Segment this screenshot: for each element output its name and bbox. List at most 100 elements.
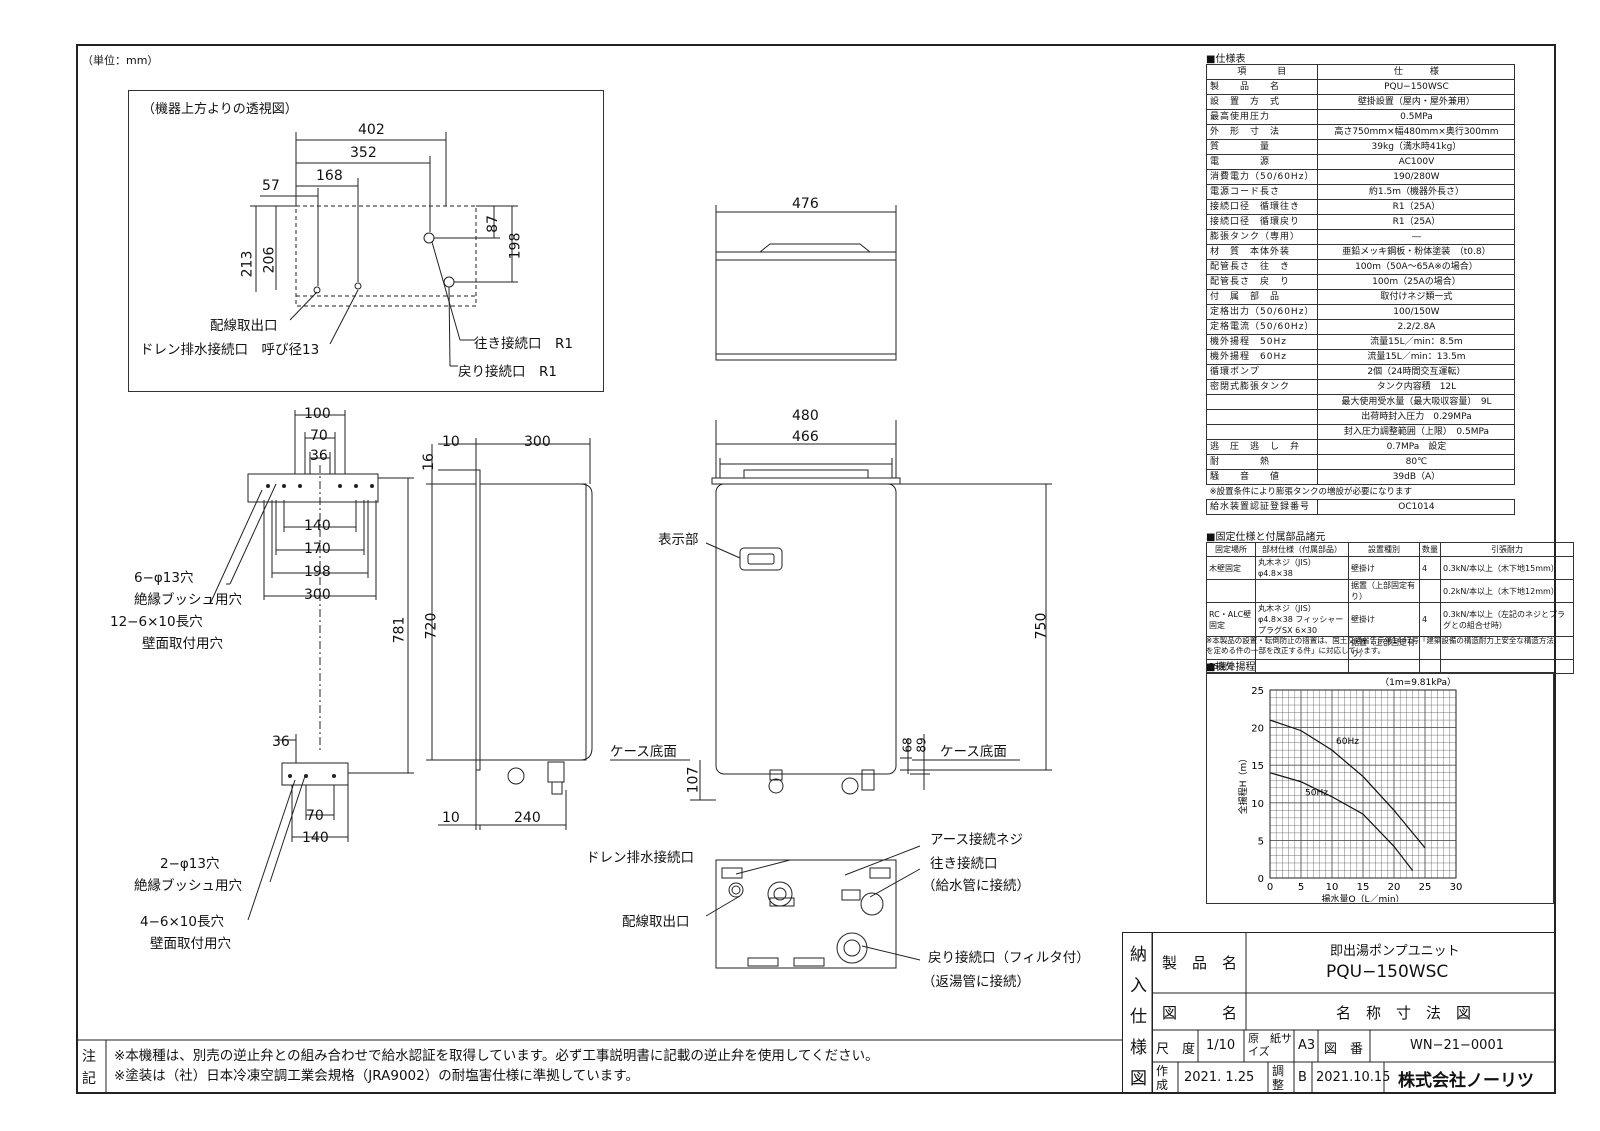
note-line-2: ※塗装は（社）日本冷凍空調工業会規格（JRA9002）の耐塩害仕様に準拠していま… [114, 1068, 639, 1084]
label-case-bottom-left: ケース底面 [610, 744, 677, 760]
label-drain-port: ドレン排水接続口 呼び径13 [140, 342, 320, 358]
dim-480: 480 [792, 408, 819, 424]
x-axis-label: 揚水量Q（L／min） [1321, 893, 1404, 902]
fixing-row: PS固定 [1206, 659, 1574, 674]
chart-note: （1m=9.81kPa） [1380, 677, 1456, 688]
dim-168: 168 [316, 168, 343, 184]
product-label: 製 品 名 [1162, 954, 1238, 972]
y-tick-label: 20 [1251, 724, 1264, 735]
notes-label: 注記 [82, 1049, 96, 1087]
spec-row: 消費電力（50/60Hz）190/280W [1205, 169, 1516, 185]
dim-57: 57 [262, 178, 280, 194]
fixing-cell: 据置（上部固定有り） [1348, 636, 1420, 660]
label-supply-port: 往き接続口 R1 [474, 336, 573, 352]
x-tick-label: 15 [1357, 882, 1370, 893]
label-12-slots: 12−6×10長穴 [110, 614, 203, 630]
scale-value: 1/10 [1206, 1038, 1236, 1053]
label-bushing-holes-2: 絶縁ブッシュ用穴 [134, 878, 242, 894]
y-tick-label: 15 [1251, 761, 1264, 772]
dim-10: 10 [442, 434, 460, 450]
label-earth-screw: アース接続ネジ [930, 832, 1024, 848]
top-view-title: （機器上方よりの透視図） [142, 102, 298, 117]
label-return-port: 戻り接続口 R1 [458, 364, 557, 380]
y-axis-label: 全揚程H（m） [1237, 754, 1249, 815]
series-label-50Hz: 50Hz [1305, 789, 1328, 799]
fixing-cell [1206, 579, 1256, 603]
spec-row: 付 属 部 品取付けネジ類一式 [1205, 289, 1516, 305]
product-jp: 即出湯ポンプユニット [1330, 944, 1460, 959]
dwg-no-label: 図 番 [1324, 1042, 1364, 1057]
label-supply-port-2: 往き接続口 [930, 856, 998, 872]
top-view-box [128, 90, 604, 392]
x-tick-label: 25 [1419, 882, 1432, 893]
fixing-title: ■固定仕様と付属部品諸元 [1206, 532, 1326, 543]
spec-row: 膨張タンク（専用）― [1205, 229, 1516, 245]
spec-title: ■仕様表 [1206, 54, 1246, 65]
dim-140b: 140 [302, 830, 329, 846]
spec-row: 封入圧力調整範囲（上限） 0.5MPa [1205, 424, 1516, 440]
spec-row: 密閉式膨張タンクタンク内容積 12L [1205, 379, 1516, 395]
x-tick-label: 5 [1298, 882, 1304, 893]
dim-300: 300 [524, 434, 551, 450]
cert-label: 給水装置認証登録番号 [1205, 499, 1319, 515]
dim-402: 402 [358, 122, 385, 138]
dim-70b: 70 [306, 808, 324, 824]
x-tick-label: 20 [1388, 882, 1401, 893]
rev-label: 調整 [1272, 1064, 1285, 1092]
rev-mark: B [1298, 1070, 1307, 1085]
scale-label: 尺 度 [1156, 1042, 1196, 1057]
made-date: 2021. 1.25 [1184, 1070, 1255, 1085]
made-label: 作成 [1156, 1064, 1169, 1092]
series-label-60Hz: 60Hz [1336, 737, 1359, 747]
spec-header-row: 項 目仕 様 [1205, 64, 1516, 80]
label-6-holes: 6−φ13穴 [134, 570, 194, 586]
series-line-50Hz [1269, 772, 1414, 871]
fixing-cell: 0.3kN/本以上（左記のネジとプラグとの組合せ時） [1440, 602, 1574, 637]
paper-value: A3 [1298, 1038, 1316, 1053]
dim-36b: 36 [272, 734, 290, 750]
dim-352: 352 [350, 145, 377, 161]
spec-row: 定格電流（50/60Hz）2.2/2.8A [1205, 319, 1516, 335]
cert-number: OC1014 [1317, 499, 1516, 515]
x-tick-label: 10 [1326, 882, 1339, 893]
dwg-no: WN−21−0001 [1410, 1038, 1504, 1053]
spec-row: 外 形 寸 法高さ750mm×幅480mm×奥行300mm [1205, 124, 1516, 140]
dim-10b: 10 [442, 810, 460, 826]
dim-36: 36 [310, 448, 328, 464]
plot-area [1269, 689, 1457, 879]
label-2-holes: 2−φ13穴 [160, 856, 220, 872]
paper-label: 原 紙サイズ [1248, 1032, 1292, 1058]
y-tick-label: 25 [1251, 686, 1264, 697]
label-wall-holes: 壁面取付用穴 [142, 636, 223, 652]
note-line-1: ※本機種は、別売の逆止弁との組み合わせで給水認証を取得しています。必ず工事説明書… [114, 1048, 879, 1064]
unit-note: （単位：mm） [82, 54, 159, 67]
dim-140: 140 [304, 518, 331, 534]
fixing-cell: 0.3kN/本以上（木下地15mm） [1440, 556, 1574, 580]
fixing-cell [1440, 636, 1574, 660]
fixing-table: 固定場所部材仕様（付属部品）設置種別数量引張耐力木壁固定丸木ネジ（JIS）φ4.… [1206, 542, 1574, 674]
chart-section-title: ■機外揚程 [1206, 662, 1256, 673]
x-tick-label: 30 [1450, 882, 1463, 893]
label-case-bottom-right: ケース底面 [940, 744, 1007, 760]
y-tick-label: 0 [1258, 874, 1264, 885]
spec-row: 材 質 本体外装亜鉛メッキ鋼板・粉体塗装 （t0.8） [1205, 244, 1516, 260]
fixing-note: ※本製品の設置・転倒防止の措置は、国土交通省告示第1447号「建築設備の構造耐力… [1206, 636, 1554, 655]
dim-198b: 198 [304, 564, 331, 580]
fixing-cell: 丸木ネジ（JIS）φ4.8×38 フィッシャープラグSX 6×30 [1255, 602, 1349, 637]
company-name: 株式会社ノーリツ [1398, 1071, 1534, 1091]
dim-170: 170 [304, 541, 331, 557]
y-tick-label: 5 [1258, 836, 1264, 847]
drawing-label: 図 名 [1162, 1004, 1238, 1022]
dim-240: 240 [514, 810, 541, 826]
